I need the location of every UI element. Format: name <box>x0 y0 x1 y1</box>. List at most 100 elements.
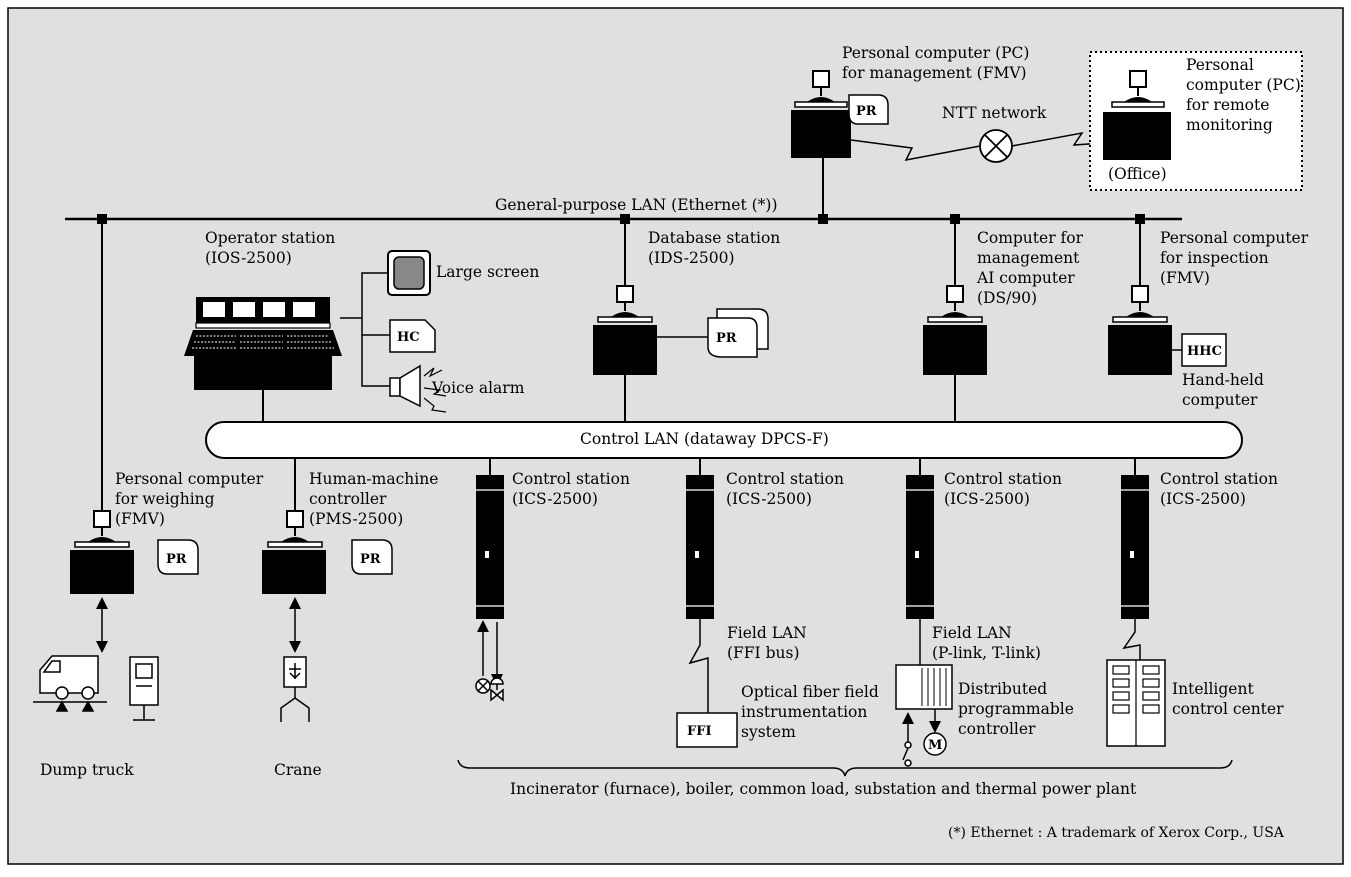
large-screen-icon <box>387 250 431 296</box>
management-printer-label: PR <box>856 104 877 119</box>
database-printer-label: PR <box>716 331 737 346</box>
management-printer-icon <box>848 94 889 125</box>
hhc-label: HHC <box>1187 344 1222 359</box>
hm-printer-icon <box>351 539 393 575</box>
inspection-pc-label-1: Personal computer <box>1160 229 1309 247</box>
motor-icon <box>923 732 947 756</box>
field-sensor-links <box>477 620 503 686</box>
hard-copy-icon <box>389 319 436 353</box>
operator-console <box>184 297 342 422</box>
ai-computer-label-2: management <box>977 249 1080 267</box>
ntt-network-icon <box>979 129 1013 163</box>
database-station <box>593 285 708 422</box>
weighing-pc <box>70 510 134 594</box>
hand-held-computer-icon <box>1181 333 1227 367</box>
remote-pc-label-3: for remote <box>1186 96 1269 114</box>
operator-station-label-1: Operator station <box>205 229 335 247</box>
control-station-3-label-2: (ICS-2500) <box>944 490 1030 508</box>
field-lan-plink-label-2: (P-link, T-link) <box>932 644 1041 662</box>
ffi-box-label: FFI <box>687 724 712 739</box>
field-lan-ffi-label-1: Field LAN <box>727 624 807 642</box>
hm-controller <box>262 510 326 594</box>
control-station-3-label-1: Control station <box>944 470 1062 488</box>
hm-controller-label-3: (PMS-2500) <box>309 510 403 528</box>
operator-station-label-2: (IOS-2500) <box>205 249 292 267</box>
control-station-1-label-1: Control station <box>512 470 630 488</box>
hm-controller-label-1: Human-machine <box>309 470 438 488</box>
valve-icon <box>490 677 504 702</box>
weighing-printer-label: PR <box>166 552 187 567</box>
field-lan-plink-label-1: Field LAN <box>932 624 1012 642</box>
dump-truck-icon <box>33 655 107 712</box>
switch-icon <box>902 741 912 767</box>
database-printer-icon <box>707 308 769 358</box>
inspection-pc-label-2: for inspection <box>1160 249 1269 267</box>
control-station-4-label-1: Control station <box>1160 470 1278 488</box>
motor-label: M <box>928 738 942 753</box>
weighing-pc-label-1: Personal computer <box>115 470 264 488</box>
plant-caption: Incinerator (furnace), boiler, common lo… <box>510 780 1137 798</box>
control-station-1-label-2: (ICS-2500) <box>512 490 598 508</box>
distributed-plc-icon <box>895 664 953 710</box>
office-label: (Office) <box>1108 165 1167 183</box>
ffi-system-label-1: Optical fiber field <box>741 683 879 701</box>
ai-computer-label-4: (DS/90) <box>977 289 1037 307</box>
operator-peripheral-links <box>340 272 390 387</box>
sensor-icon <box>475 678 491 694</box>
field-lan-ffi-label-2: (FFI bus) <box>727 644 800 662</box>
weighing-terminal-icon <box>129 656 159 721</box>
dump-truck-label: Dump truck <box>40 761 134 779</box>
inspection-pc-label-3: (FMV) <box>1160 269 1210 287</box>
crane-label: Crane <box>274 761 322 779</box>
general-lan-label: General-purpose LAN (Ethernet (*)) <box>495 196 778 214</box>
ntt-network-links <box>850 131 1104 162</box>
database-station-label-2: (IDS-2500) <box>648 249 735 267</box>
plc-io-links <box>902 709 941 742</box>
control-station-2-label-1: Control station <box>726 470 844 488</box>
control-station-3 <box>906 458 934 665</box>
crane-icon <box>280 656 310 722</box>
hard-copy-label: HC <box>397 330 420 345</box>
intelligent-control-center-icon <box>1106 659 1166 747</box>
hm-controller-label-2: controller <box>309 490 387 508</box>
hand-held-label-1: Hand-held <box>1182 371 1264 389</box>
footnote: (*) Ethernet : A trademark of Xerox Corp… <box>948 825 1285 841</box>
control-station-4 <box>1121 458 1149 619</box>
ntt-network-label: NTT network <box>942 104 1047 122</box>
speaker-icon <box>389 364 447 413</box>
ffi-system-label-2: instrumentation <box>741 703 867 721</box>
control-station-4-label-2: (ICS-2500) <box>1160 490 1246 508</box>
weighing-printer-icon <box>157 539 199 575</box>
voice-alarm-label: Voice alarm <box>431 379 525 397</box>
hm-printer-label: PR <box>360 552 381 567</box>
ai-computer-label-1: Computer for <box>977 229 1084 247</box>
remote-pc-label-2: computer (PC) <box>1186 76 1301 94</box>
dpc-label-1: Distributed <box>958 680 1047 698</box>
remote-pc-label-4: monitoring <box>1186 116 1273 134</box>
weighing-pc-label-3: (FMV) <box>115 510 165 528</box>
dpc-label-2: programmable <box>958 700 1074 718</box>
remote-pc <box>1103 70 1171 160</box>
control-station-1 <box>476 458 504 619</box>
management-pc <box>791 70 851 219</box>
icc-label-1: Intelligent <box>1172 680 1254 698</box>
plant-bracket <box>457 759 1233 777</box>
ffi-box <box>676 712 738 748</box>
management-pc-label-2: for management (FMV) <box>842 64 1027 82</box>
control-station-2 <box>686 458 714 619</box>
icc-label-2: control center <box>1172 700 1284 718</box>
weighing-pc-label-2: for weighing <box>115 490 215 508</box>
database-station-label-1: Database station <box>648 229 780 247</box>
management-pc-label-1: Personal computer (PC) <box>842 44 1029 62</box>
large-screen-label: Large screen <box>436 263 539 281</box>
ai-computer-label-3: AI computer <box>976 269 1075 287</box>
control-lan-bus <box>205 421 1243 459</box>
hand-held-label-2: computer <box>1182 391 1258 409</box>
ffi-field-lan-link <box>688 619 709 715</box>
dpc-label-3: controller <box>958 720 1036 738</box>
ffi-system-label-3: system <box>741 723 796 741</box>
control-lan-label: Control LAN (dataway DPCS-F) <box>580 430 829 448</box>
inspection-pc <box>1108 285 1182 375</box>
